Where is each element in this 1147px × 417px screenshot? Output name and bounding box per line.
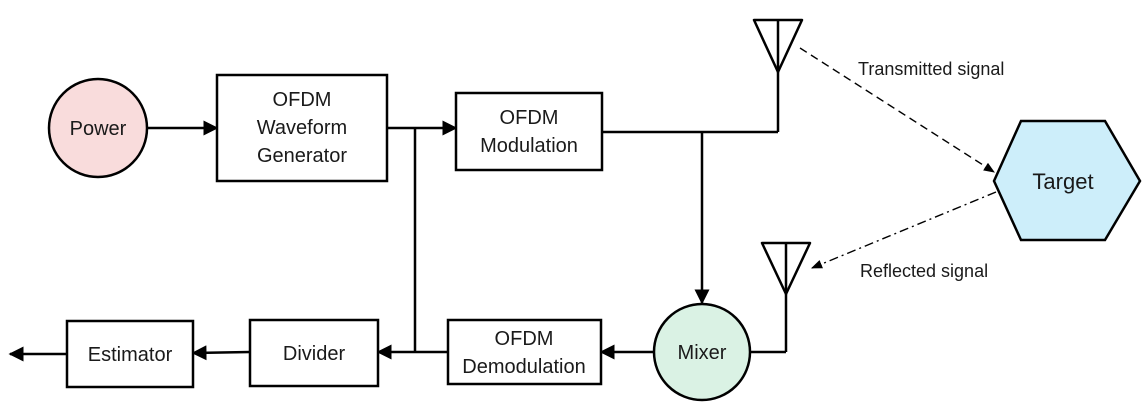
receive-antenna-icon: [760, 241, 812, 296]
reflected-signal-path: [810, 191, 997, 269]
estimator-block: Estimator: [65, 319, 195, 389]
target-label: Target: [1032, 169, 1093, 194]
divider-block: Divider: [248, 318, 380, 388]
mixer-node: Mixer: [652, 302, 752, 402]
target-hexagon: [992, 119, 1142, 242]
modulation-label-line2: Modulation: [480, 135, 578, 157]
wire-divider-to-estimator: [191, 345, 251, 361]
transmit-antenna-icon: [752, 18, 804, 74]
demodulation-label-line1: OFDM: [495, 328, 554, 350]
modulation-box: [454, 91, 604, 172]
reflected-signal-label: Reflected signal: [860, 261, 988, 281]
demodulation-box: [446, 318, 603, 386]
waveform-generator-box: [215, 73, 389, 183]
modulation-block: OFDM Modulation: [454, 91, 604, 172]
power-label: Power: [70, 118, 127, 140]
estimator-label: Estimator: [88, 344, 173, 366]
power-node: Power: [47, 77, 149, 179]
target-node: Target: [992, 119, 1142, 242]
demodulation-block: OFDM Demodulation: [446, 318, 603, 386]
mixer-circle: [652, 302, 752, 402]
demodulation-label-line2: Demodulation: [462, 356, 585, 378]
waveform-generator-label-line2: Waveform: [257, 117, 347, 139]
modulation-label-line1: OFDM: [500, 107, 559, 129]
waveform-generator-label-line1: OFDM: [273, 89, 332, 111]
divider-label: Divider: [283, 343, 346, 365]
transmitted-signal-label: Transmitted signal: [858, 59, 1004, 79]
divider-box: [248, 318, 380, 388]
estimator-box: [65, 319, 195, 389]
waveform-generator-block: OFDM Waveform Generator: [215, 73, 389, 183]
connections: [8, 70, 788, 362]
mixer-label: Mixer: [678, 342, 727, 364]
power-circle: [47, 77, 149, 179]
waveform-generator-label-line3: Generator: [257, 145, 347, 167]
